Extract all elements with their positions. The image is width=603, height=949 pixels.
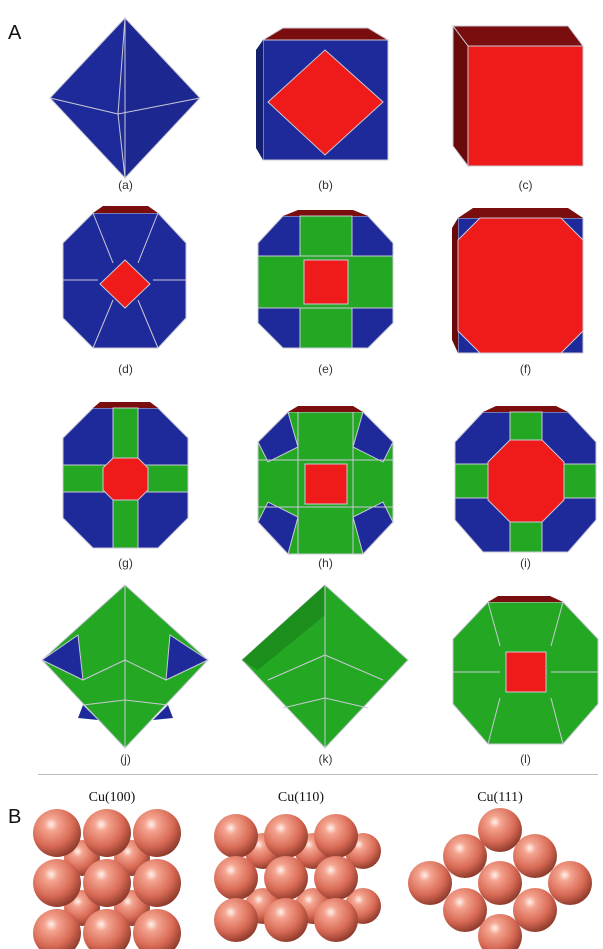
shape-label-j: (j) — [38, 752, 213, 766]
shape-e-rhombicuboctahedron — [238, 188, 413, 360]
cu-atom — [478, 861, 522, 905]
cu-atom — [33, 809, 81, 857]
shape-c-cube — [438, 14, 603, 186]
cu-atom — [513, 834, 557, 878]
shape-label-e: (e) — [238, 362, 413, 376]
cu-atom — [214, 898, 258, 942]
shape-label-i: (i) — [438, 556, 603, 570]
surface-title-cu100: Cu(100) — [17, 790, 207, 806]
shape-g-cuboctahedron-variant — [38, 390, 213, 562]
cu-atom — [83, 809, 131, 857]
panel-divider — [38, 774, 598, 775]
cu-atom — [513, 888, 557, 932]
shape-h-rhombicuboctahedron-green — [238, 392, 413, 564]
cu-atom — [443, 888, 487, 932]
shape-j-rhombic-dodecahedron-blue — [38, 580, 213, 752]
shape-f-truncated-cube — [438, 188, 603, 360]
shape-d-truncated-octahedron — [38, 188, 213, 360]
shape-i-truncated-cuboctahedron — [438, 392, 603, 564]
shape-a-octahedron — [38, 10, 213, 182]
shape-k-rhombic-dodecahedron — [238, 580, 413, 752]
cu-atom — [314, 898, 358, 942]
cu-atom — [443, 834, 487, 878]
cu-atom — [314, 856, 358, 900]
cu-atom — [83, 859, 131, 907]
shape-label-d: (d) — [38, 362, 213, 376]
cu-atom — [478, 808, 522, 852]
cu110-surface-model — [208, 808, 388, 949]
cu100-surface-model — [30, 808, 200, 949]
cu-atom — [408, 861, 452, 905]
cu-atom — [264, 814, 308, 858]
shape-label-f: (f) — [438, 362, 603, 376]
shape-label-l: (l) — [438, 752, 603, 766]
panel-label-b: B — [8, 806, 21, 829]
cu-atom — [33, 859, 81, 907]
cu-atom — [214, 856, 258, 900]
shape-label-k: (k) — [238, 752, 413, 766]
shape-l-truncated-rhombic — [438, 584, 603, 756]
shape-b-truncated-octahedron — [238, 20, 413, 192]
cu-atom — [314, 814, 358, 858]
cu-atom — [548, 861, 592, 905]
cu-atom — [214, 814, 258, 858]
cu111-surface-model — [400, 808, 603, 949]
cu-atom — [133, 809, 181, 857]
shape-label-h: (h) — [238, 556, 413, 570]
cu-atom — [264, 856, 308, 900]
surface-title-cu110: Cu(110) — [206, 790, 396, 806]
cu-atom — [133, 859, 181, 907]
cu-atom — [264, 898, 308, 942]
shape-label-g: (g) — [38, 556, 213, 570]
surface-title-cu111: Cu(111) — [405, 790, 595, 806]
panel-label-a: A — [8, 22, 21, 45]
